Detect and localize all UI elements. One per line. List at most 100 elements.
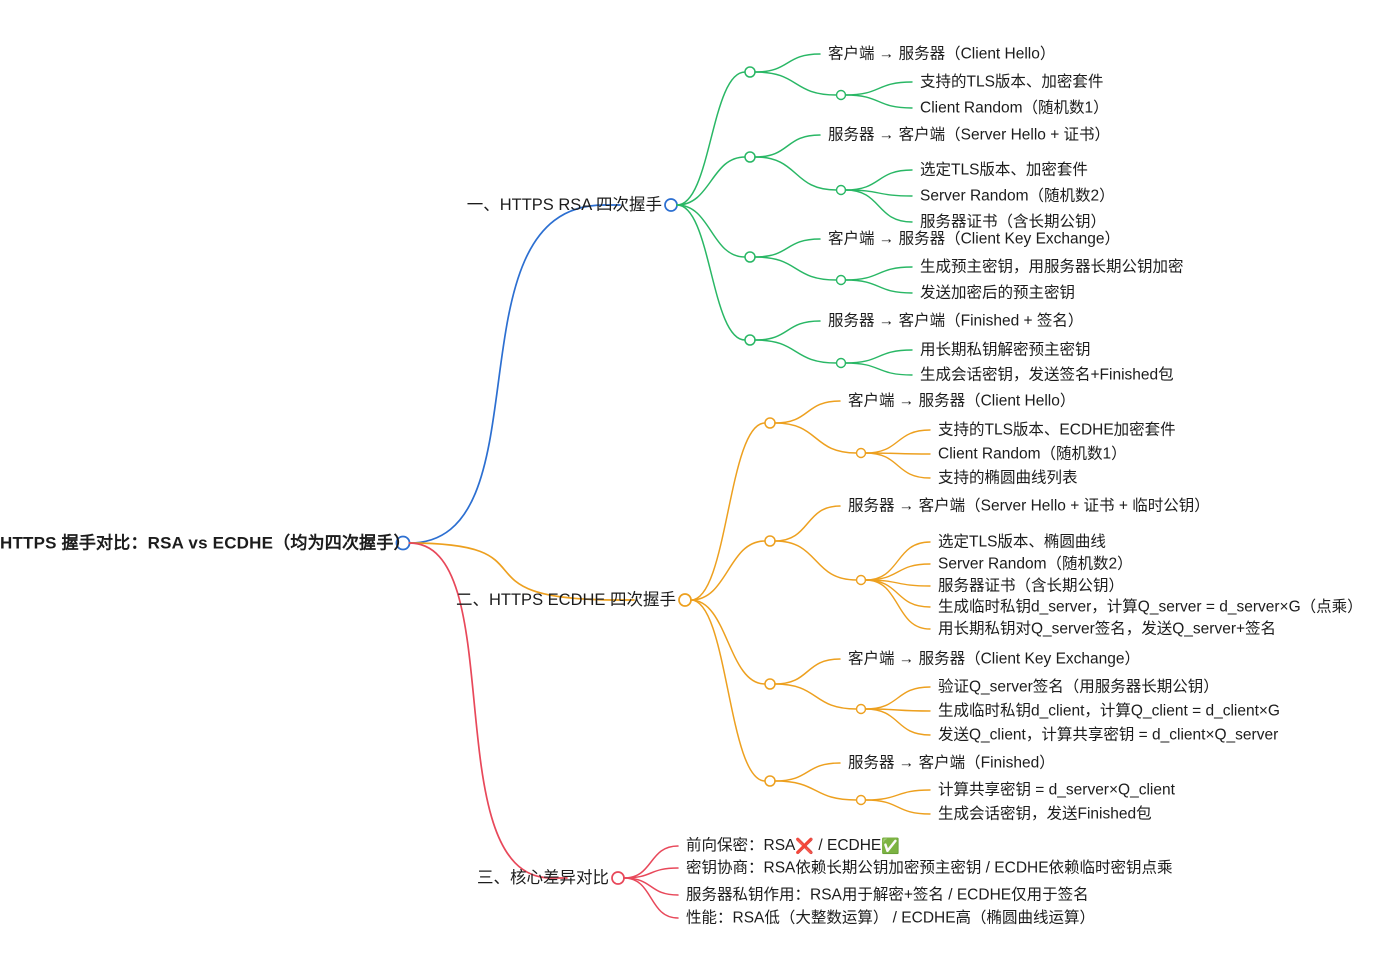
leaf-label[interactable]: 服务器证书（含长期公钥） <box>920 213 1107 231</box>
leaf-label[interactable]: 验证Q_server签名（用服务器长期公钥） <box>938 678 1219 696</box>
leaf-label[interactable]: 计算共享密钥 = d_server×Q_client <box>938 781 1175 799</box>
connector-line <box>774 658 841 685</box>
sub-heading-label[interactable]: 服务器 → 客户端（Server Hello + 证书 + 临时公钥） <box>848 497 1210 515</box>
leaf-label[interactable]: 前向保密：RSA❌ / ECDHE✅ <box>686 837 900 855</box>
node-marker-icon[interactable] <box>855 574 867 586</box>
connector-line <box>844 94 913 109</box>
connector-line <box>623 877 679 896</box>
sub-heading-label[interactable]: 服务器 → 客户端（Finished + 签名） <box>828 312 1084 330</box>
leaf-label[interactable]: 密钥协商：RSA依赖长期公钥加密预主密钥 / ECDHE依赖临时密钥点乘 <box>686 859 1173 877</box>
connector-line <box>408 204 605 544</box>
connector-line <box>864 452 931 479</box>
connector-line <box>864 541 931 581</box>
leaf-label[interactable]: 生成会话密钥，发送签名+Finished包 <box>920 366 1174 384</box>
cross-mark-icon: ❌ <box>795 838 815 855</box>
node-marker-icon[interactable] <box>744 151 756 163</box>
leaf-label[interactable]: 用长期私钥解密预主密钥 <box>920 341 1091 359</box>
leaf-label[interactable]: 发送加密后的预主密钥 <box>920 284 1076 302</box>
leaf-label[interactable]: Client Random（随机数1） <box>920 99 1109 117</box>
node-marker-icon[interactable] <box>744 334 756 346</box>
leaf-label[interactable]: Server Random（随机数2） <box>920 187 1115 205</box>
connector-line <box>676 156 746 206</box>
leaf-label[interactable]: Server Random（随机数2） <box>938 555 1133 573</box>
node-marker-icon[interactable] <box>744 251 756 263</box>
branch-label-2[interactable]: 二、HTTPS ECDHE 四次握手 <box>455 590 676 609</box>
leaf-label[interactable]: 选定TLS版本、加密套件 <box>920 161 1088 179</box>
leaf-label[interactable]: 用长期私钥对Q_server签名，发送Q_server+签名 <box>938 620 1277 638</box>
sub-heading-label[interactable]: 客户端 → 服务器（Client Key Exchange） <box>848 650 1141 668</box>
node-marker-icon[interactable] <box>835 357 847 369</box>
connector-line <box>774 683 858 710</box>
connector-line <box>408 542 552 879</box>
connector-line <box>844 362 913 376</box>
connector-line <box>864 563 931 581</box>
leaf-label[interactable]: Client Random（随机数1） <box>938 445 1127 463</box>
connector-line <box>844 279 913 294</box>
connector-line <box>844 81 913 96</box>
connector-line <box>864 429 931 454</box>
node-marker-icon[interactable] <box>764 678 776 690</box>
connector-line <box>864 579 931 630</box>
leaf-label[interactable]: 生成会话密钥，发送Finished包 <box>938 805 1152 823</box>
connector-line <box>864 708 931 736</box>
connector-line <box>864 789 931 801</box>
connector-line <box>754 71 838 96</box>
leaf-label[interactable]: 生成预主密钥，用服务器长期公钥加密 <box>920 258 1184 276</box>
leaf-label[interactable]: 服务器证书（含长期公钥） <box>938 577 1125 595</box>
connector-line <box>774 422 858 454</box>
node-marker-icon[interactable] <box>855 703 867 715</box>
connector-line <box>864 686 931 710</box>
connector-line <box>754 339 838 364</box>
connector-line <box>623 877 679 919</box>
leaf-label[interactable]: 服务器私钥作用：RSA用于解密+签名 / ECDHE仅用于签名 <box>686 886 1089 904</box>
leaf-label[interactable]: 支持的TLS版本、加密套件 <box>920 73 1104 91</box>
leaf-label[interactable]: 生成临时私钥d_server，计算Q_server = d_server×G（点… <box>938 598 1363 616</box>
connector-line <box>754 256 838 281</box>
node-marker-icon[interactable] <box>835 274 847 286</box>
sub-heading-label[interactable]: 服务器 → 客户端（Finished） <box>848 754 1055 772</box>
leaf-label[interactable]: 支持的椭圆曲线列表 <box>938 469 1078 487</box>
connector-line <box>754 134 821 158</box>
connector-line <box>864 579 931 608</box>
connector-line <box>690 599 766 782</box>
node-marker-icon[interactable] <box>764 775 776 787</box>
connector-line <box>774 762 841 782</box>
root-label[interactable]: HTTPS 握手对比：RSA vs ECDHE（均为四次握手） <box>0 533 411 553</box>
connector-line <box>844 266 913 281</box>
connector-line <box>754 238 821 258</box>
node-marker-icon[interactable] <box>744 66 756 78</box>
leaf-label[interactable]: 生成临时私钥d_client，计算Q_client = d_client×G <box>938 702 1280 720</box>
leaf-label[interactable]: 性能：RSA低（大整数运算） / ECDHE高（椭圆曲线运算） <box>686 909 1096 927</box>
connector-line <box>408 542 619 601</box>
leaf-label[interactable]: 发送Q_client，计算共享密钥 = d_client×Q_server <box>938 726 1279 744</box>
connector-line <box>676 204 746 341</box>
node-marker-icon[interactable] <box>835 89 847 101</box>
connector-line <box>754 320 821 341</box>
leaf-label[interactable]: 选定TLS版本、椭圆曲线 <box>938 533 1106 551</box>
connector-line <box>754 53 821 73</box>
connector-line <box>774 400 841 424</box>
node-marker-icon[interactable] <box>835 184 847 196</box>
node-marker-icon[interactable] <box>855 794 867 806</box>
node-marker-icon[interactable] <box>764 535 776 547</box>
branch-label-1[interactable]: 一、HTTPS RSA 四次握手 <box>466 195 662 214</box>
node-marker-icon[interactable] <box>855 447 867 459</box>
branch-label-3[interactable]: 三、核心差异对比 <box>477 868 609 887</box>
connector-line <box>676 71 746 206</box>
node-marker-icon[interactable] <box>611 871 625 885</box>
node-marker-icon[interactable] <box>678 593 692 607</box>
connector-line <box>864 799 931 815</box>
sub-heading-label[interactable]: 客户端 → 服务器（Client Hello） <box>848 392 1076 410</box>
connector-line <box>844 189 913 223</box>
connector-line <box>676 204 746 258</box>
connector-line <box>844 349 913 364</box>
connector-line <box>774 540 858 581</box>
sub-heading-label[interactable]: 客户端 → 服务器（Client Key Exchange） <box>828 230 1121 248</box>
sub-heading-label[interactable]: 客户端 → 服务器（Client Hello） <box>828 45 1056 63</box>
node-marker-icon[interactable] <box>764 417 776 429</box>
sub-heading-label[interactable]: 服务器 → 客户端（Server Hello + 证书） <box>828 126 1111 144</box>
leaf-label[interactable]: 支持的TLS版本、ECDHE加密套件 <box>938 421 1176 439</box>
node-marker-icon[interactable] <box>664 198 678 212</box>
